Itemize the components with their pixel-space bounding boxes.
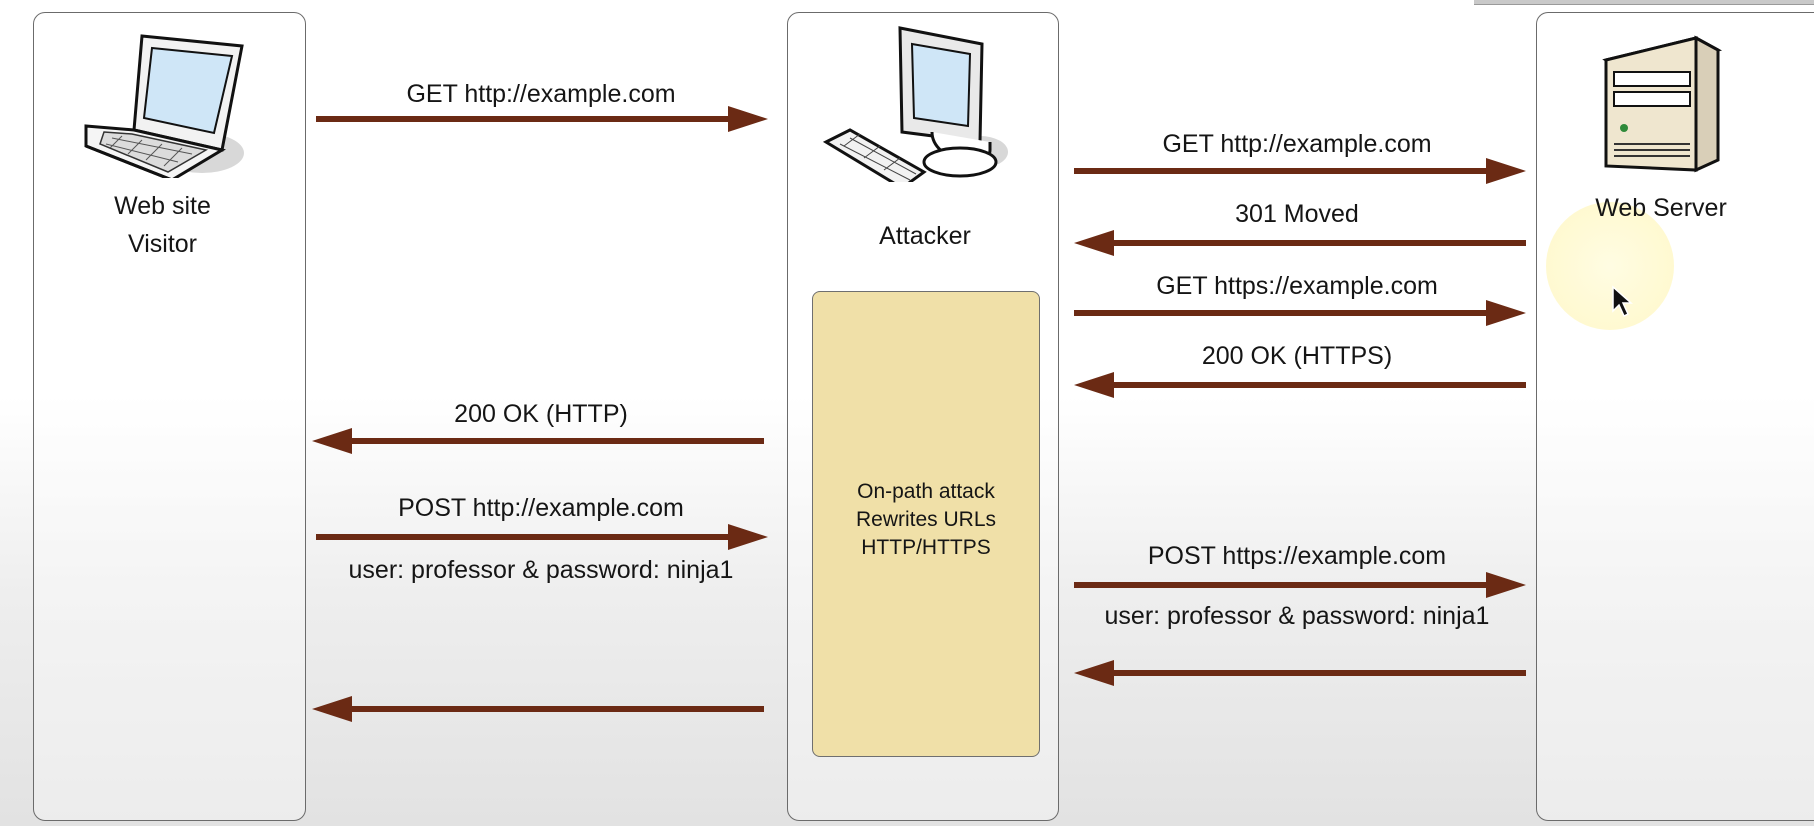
msg-301-label: 301 Moved — [1235, 200, 1359, 228]
arrow-200-https — [1074, 372, 1526, 398]
arrow-get-http-upstream — [1074, 158, 1526, 184]
msg-200-https-label: 200 OK (HTTPS) — [1201, 342, 1393, 370]
arrow-post-https — [1074, 572, 1526, 598]
arrow-get-http — [316, 106, 768, 132]
msg-200-http-label: 200 OK (HTTP) — [454, 400, 628, 428]
arrow-301-moved — [1074, 230, 1526, 256]
server-label: Web Server — [1595, 194, 1727, 222]
msg-post-http-label: POST http://example.com — [398, 494, 684, 522]
arrow-server-response — [1074, 660, 1526, 686]
visitor-label-line1: Web site — [114, 192, 211, 220]
laptop-icon — [84, 34, 244, 178]
msg-post-http-credentials: user: professor & password: ninja1 — [348, 556, 734, 584]
arrow-visitor-response — [312, 696, 764, 722]
attack-box-line3: HTTP/HTTPS — [861, 536, 991, 559]
visitor-label-line2: Visitor — [127, 230, 197, 258]
arrow-get-https — [1074, 300, 1526, 326]
desktop-computer-icon — [822, 26, 1008, 182]
arrow-post-http — [316, 524, 768, 550]
msg-get-https-label: GET https://example.com — [1156, 272, 1438, 300]
msg-post-https-credentials: user: professor & password: ninja1 — [1104, 602, 1490, 630]
window-edge — [1474, 0, 1814, 5]
attack-box-line1: On-path attack — [857, 480, 995, 503]
msg-post-https-label: POST https://example.com — [1147, 542, 1447, 570]
attack-box-line2: Rewrites URLs — [855, 508, 997, 531]
msg-get-http-label: GET http://example.com — [406, 80, 676, 108]
attack-description-box — [812, 291, 1040, 757]
cursor-highlight — [1546, 202, 1674, 330]
server-tower-icon — [1602, 35, 1723, 173]
mouse-cursor-icon — [1612, 285, 1633, 318]
msg-get-http-upstream-label: GET http://example.com — [1162, 130, 1432, 158]
arrow-200-http — [312, 428, 764, 454]
attacker-label: Attacker — [879, 222, 971, 250]
